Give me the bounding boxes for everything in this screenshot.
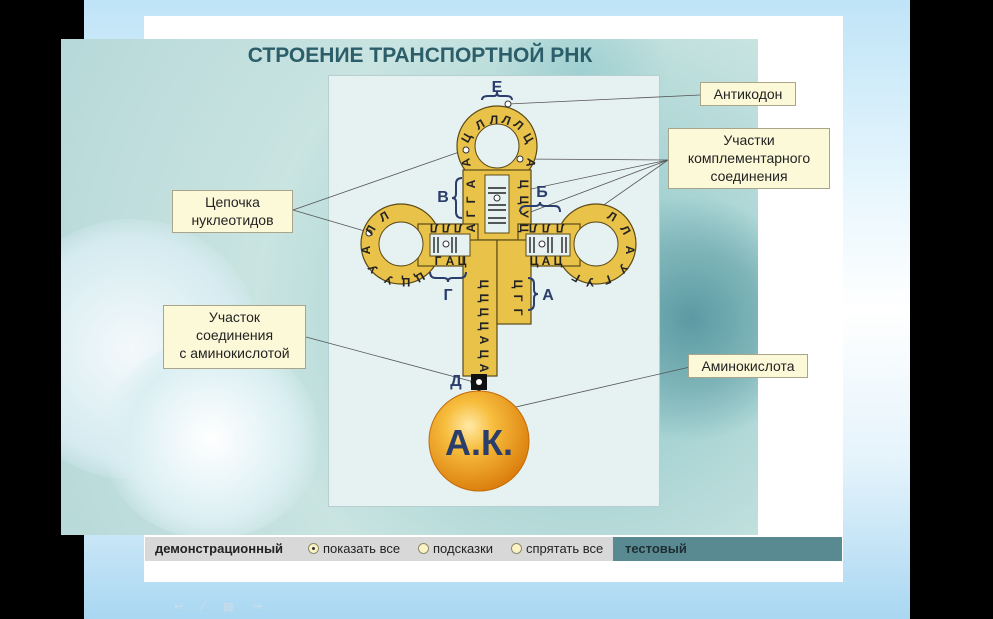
svg-text:А: А — [477, 364, 491, 373]
radio-hints[interactable] — [418, 543, 429, 554]
svg-text:Л: Л — [490, 113, 498, 127]
svg-text:У: У — [517, 210, 531, 218]
svg-text:Г: Г — [464, 196, 478, 203]
brackets — [429, 91, 561, 311]
base-pair-rungs — [433, 187, 567, 253]
svg-text:У: У — [586, 275, 594, 289]
label-line: соединения — [195, 327, 274, 343]
svg-text:Г: Г — [511, 309, 525, 316]
svg-text:Ц: Ц — [511, 280, 525, 289]
label-complementary: Участки комплементарного соединения — [668, 128, 830, 189]
mode-toolbar: демонстрационный показать все подсказки … — [145, 537, 842, 561]
variable-stem — [496, 239, 532, 325]
svg-text:Ц: Ц — [477, 350, 491, 359]
amino-acid-ball — [428, 390, 530, 492]
label-anticodon: Антикодон — [700, 82, 796, 106]
svg-text:Ц: Ц — [530, 254, 539, 268]
label-line: с аминокислотой — [179, 345, 290, 361]
letter-v: В — [437, 189, 449, 206]
svg-text:Г: Г — [511, 295, 525, 302]
label-aminoacid: Аминокислота — [688, 354, 808, 378]
label-line: Цепочка — [205, 194, 260, 210]
svg-text:А: А — [477, 336, 491, 345]
background-cloud — [101, 339, 321, 535]
svg-text:Ц: Ц — [458, 254, 467, 268]
svg-text:Л: Л — [529, 221, 537, 235]
label-nucleotide-chain: Цепочка нуклеотидов — [172, 190, 293, 233]
svg-text:Л: Л — [542, 221, 550, 235]
svg-text:А: А — [359, 245, 373, 254]
nucleotide-letters: Л Л Л Л Ц Ц А А А Г Г А Ц Ц У Ц Л Л Л Г … — [359, 112, 637, 372]
letter-a: А — [542, 287, 554, 304]
slide-nav-icons[interactable]: ↩ ⁄ ▤ ↪ — [174, 601, 270, 613]
label-line: Участки — [723, 132, 775, 148]
show-all-label[interactable]: показать все — [323, 541, 401, 556]
demo-mode-label[interactable]: демонстрационный — [155, 541, 284, 556]
svg-text:Г: Г — [602, 272, 613, 288]
svg-text:Л: Л — [442, 221, 450, 235]
svg-text:А: А — [523, 157, 538, 168]
svg-text:А: А — [623, 246, 637, 255]
svg-text:Ц: Ц — [517, 196, 531, 205]
svg-text:Ц: Ц — [477, 308, 491, 317]
svg-text:Ц: Ц — [477, 280, 491, 289]
svg-text:Ц: Ц — [517, 224, 531, 233]
hide-all-label[interactable]: спрятать все — [526, 541, 604, 556]
svg-text:Г: Г — [464, 210, 478, 217]
letter-b: Б — [536, 184, 548, 201]
amino-acid-text: А.К. — [445, 422, 513, 463]
svg-text:А: А — [464, 179, 478, 188]
letter-g: Г — [443, 287, 452, 304]
svg-text:Л: Л — [454, 221, 462, 235]
label-line: нуклеотидов — [191, 212, 274, 228]
hints-label[interactable]: подсказки — [433, 541, 494, 556]
svg-text:А: А — [446, 254, 455, 268]
svg-text:Ц: Ц — [517, 180, 531, 189]
svg-text:А: А — [542, 254, 551, 268]
radio-hide-all[interactable] — [511, 543, 522, 554]
label-line: соединения — [710, 168, 788, 184]
demo-mode-section[interactable]: демонстрационный показать все подсказки … — [145, 537, 613, 561]
label-line: Участок — [208, 309, 261, 325]
svg-text:Ц: Ц — [477, 322, 491, 331]
svg-text:А: А — [464, 223, 478, 232]
radio-show-all[interactable] — [308, 543, 319, 554]
page-title: СТРОЕНИЕ ТРАНСПОРТНОЙ РНК — [247, 44, 593, 67]
letter-e: Е — [492, 79, 503, 96]
svg-text:Л: Л — [556, 221, 564, 235]
svg-text:А: А — [458, 157, 473, 168]
label-aminoacid-site: Участок соединения с аминокислотой — [163, 305, 306, 369]
letter-d: Д — [450, 373, 462, 390]
svg-text:Ц: Ц — [477, 294, 491, 303]
svg-text:Ц: Ц — [554, 254, 563, 268]
svg-text:Г: Г — [435, 254, 442, 268]
svg-text:Л: Л — [430, 221, 438, 235]
svg-text:Ц: Ц — [401, 275, 410, 289]
label-line: комплементарного — [687, 150, 811, 166]
test-mode-label[interactable]: тестовый — [625, 541, 687, 556]
test-mode-section[interactable]: тестовый — [613, 537, 842, 561]
